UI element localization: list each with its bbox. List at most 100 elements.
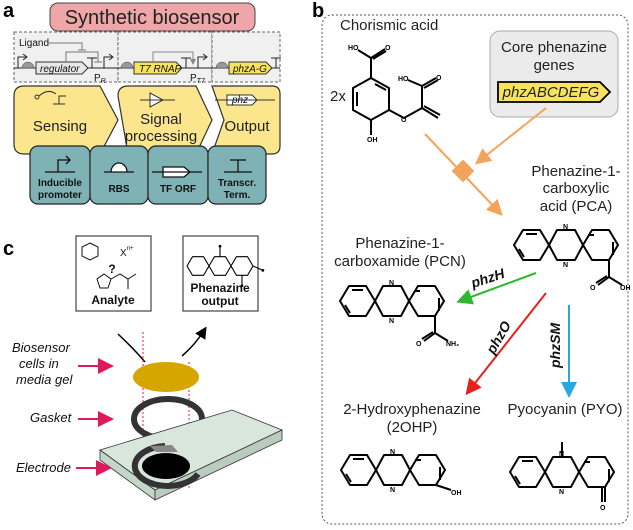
panel-a: a Synthetic biosensor Ligand regulator P… (3, 0, 281, 205)
callout-biosensor-line1: Biosensor (12, 340, 70, 355)
chorismic-acid-structure: HO O OH O HO O (348, 45, 442, 144)
svg-text:N: N (389, 318, 394, 325)
phzsm-label: phzSM (547, 323, 563, 369)
ligand-icon (34, 94, 40, 100)
phenazine-generic-structure (186, 244, 265, 288)
module-signal-processing (117, 85, 213, 155)
pcn-label-1: Phenazine-1- (355, 235, 444, 252)
electrode-ring (131, 443, 201, 489)
regulator-gene-label: regulator (40, 64, 80, 75)
chorismic-acid-label: Chorismic acid (340, 17, 438, 34)
part-label: Transcr. (218, 178, 257, 189)
pr-label: PR (94, 73, 106, 85)
pcn-label-2: carboxamide (PCN) (334, 253, 466, 270)
part-rbs (89, 145, 149, 205)
t7-gene-icon (133, 61, 183, 75)
t7-activation-line (152, 51, 196, 65)
svg-text:O: O (600, 505, 606, 512)
pyo-label: Pyocyanin (PYO) (507, 401, 622, 418)
electrode-contact (150, 445, 178, 452)
modules: Sensing Signal processing phz Output (13, 85, 281, 155)
callout-biosensor-line2: cells in (19, 356, 59, 371)
module-output-label: Output (224, 118, 270, 135)
phzo-arrow (465, 292, 547, 396)
analyte-unknown: ? (108, 262, 115, 276)
terminator-icon (271, 57, 281, 68)
pca-structure: N N O OH (513, 224, 631, 292)
panel-a-label: a (3, 0, 15, 22)
pcn-structure: N N O NH₂ (339, 280, 459, 348)
part-label: Inducible (38, 178, 82, 189)
svg-text:HO: HO (348, 45, 359, 52)
title-box (49, 2, 256, 32)
core-genes-title2: genes (534, 57, 575, 74)
part-label: RBS (108, 184, 129, 195)
svg-text:OH: OH (451, 490, 462, 497)
ligand-repression-line (48, 42, 83, 50)
orf-icon (152, 166, 202, 178)
output-out-arrow (181, 326, 207, 357)
phzh-label: phzH (468, 265, 507, 291)
module-sensing-label: Sensing (33, 118, 87, 135)
panel-b-label: b (312, 0, 324, 22)
amplifier-icon (140, 92, 175, 108)
cyclohexane-icon (81, 242, 99, 261)
terminator-icon (87, 57, 97, 68)
panel-c: c Xn+ ? Analyte Phenazine output Biose (3, 235, 284, 501)
part-label: Term. (224, 190, 251, 201)
pr-promoter-icon (103, 56, 112, 68)
gene-circuit: Ligand regulator PR T7 RNAP PT7 phz (13, 31, 281, 85)
side-chain-icon (110, 273, 137, 289)
inducible-promoter-icon (45, 155, 75, 173)
promoter-icon (53, 95, 66, 105)
svg-text:N: N (563, 262, 568, 269)
pca-label-1: Phenazine-1- (531, 163, 620, 180)
phz-gene-icon (215, 94, 275, 106)
phenazine-output-label1: Phenazine (190, 281, 250, 295)
panel-b: b Chorismic acid 2x HO O OH O HO O Core … (312, 0, 631, 525)
rbs-icon (120, 61, 134, 69)
svg-text:OH: OH (367, 137, 378, 144)
analyte-ion: Xn+ (120, 246, 134, 259)
module-signal-label: Signal (140, 111, 182, 128)
module-output-gene: phz (231, 95, 248, 106)
t7-gene-label: T7 RNAP (139, 64, 182, 75)
svg-text:O: O (416, 341, 422, 348)
pathway-box (321, 14, 629, 525)
pca-label-3: acid (PCA) (540, 198, 613, 215)
output-gene-label: phzA-G (232, 64, 267, 75)
callout-electrode: Electrode (16, 460, 71, 475)
pt7-label: PT7 (190, 73, 206, 85)
part-label: promoter (38, 190, 82, 201)
core-genes-title1: Core phenazine (501, 39, 607, 56)
callout-biosensor-line3: media gel (16, 372, 73, 387)
pca-label-2: carboxylic (543, 180, 610, 197)
svg-text:NH₂: NH₂ (446, 341, 459, 348)
phenazine-output-label2: output (201, 294, 238, 308)
ohp-structure: N N OH (340, 449, 462, 497)
svg-text:N: N (389, 280, 394, 287)
svg-text:HO: HO (398, 76, 409, 83)
binding-arrow-icon (38, 90, 57, 97)
part-terminator (207, 145, 267, 205)
ligand-label: Ligand (19, 38, 49, 49)
enzyme-catalysis-arrow (474, 107, 547, 165)
analyte-in-arrow (117, 333, 146, 363)
analyte-box (75, 235, 152, 312)
cyclopentane-icon (96, 273, 112, 289)
terminator-icon (224, 159, 252, 173)
working-electrode (142, 453, 190, 479)
svg-text:O: O (436, 75, 442, 82)
chorismic-multiplier: 2x (330, 88, 346, 105)
module-sensing (13, 85, 119, 155)
svg-text:N: N (390, 487, 395, 494)
ohp-label-1: 2-Hydroxyphenazine (343, 401, 481, 418)
constitutive-promoter-icon (17, 56, 26, 68)
phzo-label: phzO (482, 318, 514, 357)
core-genes-label: phzABCDEFG (502, 84, 600, 101)
phzabcdefg-gene-icon (497, 81, 612, 103)
module-processing-label: processing (125, 128, 198, 145)
svg-text:O: O (401, 117, 407, 124)
rbs-icon (215, 61, 229, 69)
